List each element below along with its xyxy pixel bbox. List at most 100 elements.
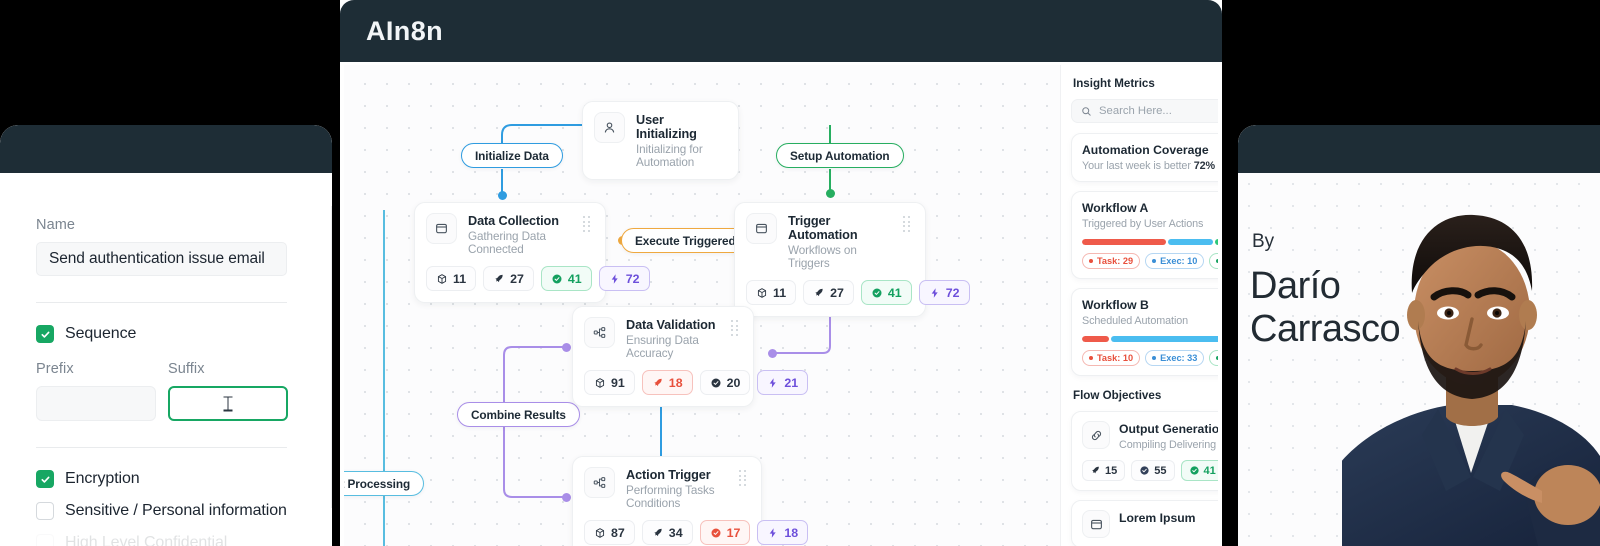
node-subtitle: Initializing for Automation [636, 143, 703, 169]
name-input[interactable]: Send authentication issue email [36, 242, 287, 276]
by-label: By [1252, 231, 1275, 252]
author-panel: By Darío Carrasco [1238, 125, 1600, 546]
encryption-checkbox-row[interactable]: Encryption [36, 470, 298, 488]
objective-text: Lorem Ipsum [1119, 510, 1218, 525]
node-user-initializing[interactable]: User Initializing Initializing for Autom… [582, 101, 739, 180]
search-icon [1082, 106, 1091, 116]
node-header: User Initializing Initializing for Autom… [594, 112, 727, 169]
wire-endpoint-dot [768, 349, 777, 358]
confidential-label: High Level Confidential [65, 534, 228, 546]
node-title: Trigger Automation [788, 214, 858, 242]
stat-rocket: 15 [1082, 460, 1126, 481]
bar-segment-exec [1111, 336, 1218, 342]
card-output-generation[interactable]: Output Generation Compiling Delivering 1… [1071, 411, 1218, 491]
suffix-label: Suffix [168, 361, 205, 377]
sensitive-checkbox[interactable] [36, 502, 54, 520]
node-stats: 91 18 20 21 [584, 370, 809, 395]
sensitive-label: Sensitive / Personal information [65, 502, 287, 519]
stat-check: 41 [540, 266, 592, 291]
drag-handle-icon[interactable] [583, 216, 594, 232]
stat-value: 87 [611, 525, 625, 540]
objective-subtitle: Compiling Delivering [1119, 439, 1217, 451]
window-icon [746, 213, 777, 244]
pill-combine-results[interactable]: Combine Results [457, 402, 580, 427]
encryption-label: Encryption [65, 470, 140, 487]
stat-value: 18 [784, 525, 799, 540]
author-portrait [1342, 214, 1600, 546]
stat-value: 27 [830, 285, 844, 300]
node-action-trigger[interactable]: Action Trigger Performing Tasks Conditio… [572, 456, 809, 546]
bar-segment-task [1082, 336, 1109, 342]
node-subtitle: Performing Tasks Conditions [626, 484, 715, 510]
app-window: AIn8n [340, 0, 1222, 546]
app-titlebar: AIn8n [340, 0, 1222, 62]
insights-sidebar[interactable]: Insight Metrics Search Here... Automatio… [1060, 65, 1218, 546]
card-workflow-a[interactable]: Workflow A Triggered by User Actions Tas… [1071, 191, 1218, 279]
card-lorem-ipsum[interactable]: Lorem Ipsum [1071, 500, 1218, 546]
sequence-checkbox[interactable] [36, 325, 54, 343]
stat-check: 41 [860, 280, 912, 305]
workflow-title: Workflow A [1082, 201, 1149, 215]
confidential-checkbox[interactable] [36, 534, 54, 546]
node-header: Data Validation Ensuring Data Accuracy [584, 317, 742, 360]
pill-direct-processing[interactable]: ct Processing [344, 471, 425, 496]
bar-segment-done [1215, 239, 1218, 245]
pill-initialize-data[interactable]: Initialize Data [461, 143, 563, 168]
author-panel-body: By Darío Carrasco [1238, 173, 1600, 546]
hierarchy-icon [584, 467, 615, 498]
panel-divider-vertical [331, 206, 332, 508]
author-first-name: Darío [1250, 265, 1341, 307]
prefix-input[interactable] [36, 386, 156, 421]
stat-box: 91 [584, 370, 635, 395]
author-panel-titlebar [1238, 125, 1600, 173]
stat-value: 72 [625, 271, 640, 286]
workflow-progress-bar [1082, 239, 1218, 245]
drag-handle-icon[interactable] [903, 216, 914, 232]
card-automation-coverage[interactable]: Automation Coverage Your last week is be… [1071, 133, 1218, 182]
sequence-checkbox-row[interactable]: Sequence [36, 325, 298, 343]
author-last-name: Carrasco [1250, 308, 1401, 351]
node-stats: 87 34 17 18 [584, 520, 809, 545]
stat-bolt: 18 [757, 520, 809, 545]
coverage-subtitle-prefix: Your last week is better [1082, 160, 1194, 172]
node-data-validation[interactable]: Data Validation Ensuring Data Accuracy 9… [572, 306, 809, 407]
node-text: Data Validation Ensuring Data Accuracy [626, 317, 720, 360]
node-trigger-automation[interactable]: Trigger Automation Workflows on Triggers… [734, 202, 970, 317]
stat-check: 17 [699, 520, 751, 545]
prefix-group: Prefix [36, 361, 156, 421]
user-icon [594, 112, 625, 143]
window-icon [426, 213, 457, 244]
card-workflow-b[interactable]: Workflow B Scheduled Automation Task: 10… [1071, 288, 1218, 376]
sidebar-search-input[interactable]: Search Here... [1071, 99, 1218, 123]
encryption-checkbox[interactable] [36, 470, 54, 488]
form-divider-1 [36, 302, 287, 303]
objective-header: Output Generation Compiling Delivering [1082, 421, 1218, 451]
node-header: Trigger Automation Workflows on Triggers [746, 213, 914, 270]
node-text: Trigger Automation Workflows on Triggers [788, 213, 892, 270]
pill-setup-automation[interactable]: Setup Automation [776, 143, 904, 168]
node-text: Action Trigger Performing Tasks Conditio… [626, 467, 728, 510]
prefix-suffix-group: Prefix Suffix [36, 361, 298, 421]
bar-segment-task [1082, 239, 1167, 245]
node-text: Data Collection Gathering Data Connected [468, 213, 572, 256]
pill-execute-triggered[interactable]: Execute Triggered [621, 228, 750, 253]
settings-form: Name Send authentication issue email Seq… [0, 173, 332, 546]
prefix-label: Prefix [36, 361, 74, 377]
confidential-checkbox-row[interactable]: High Level Confidential [36, 534, 298, 546]
drag-handle-icon[interactable] [739, 470, 750, 486]
workflow-canvas[interactable]: Initialize Data Setup Automation Execute… [344, 65, 1060, 546]
suffix-input[interactable] [168, 386, 288, 421]
stat-value: 21 [784, 375, 799, 390]
node-data-collection[interactable]: Data Collection Gathering Data Connected… [414, 202, 650, 303]
workflow-subtitle: Triggered by User Actions [1082, 218, 1204, 230]
sensitive-checkbox-row[interactable]: Sensitive / Personal information [36, 502, 298, 520]
tag-task: Task: 10 [1082, 350, 1141, 366]
node-stats: 11 27 41 72 [746, 280, 970, 305]
flow-objectives-heading: Flow Objectives [1073, 389, 1162, 402]
sequence-label: Sequence [65, 325, 137, 342]
drag-handle-icon[interactable] [731, 320, 742, 336]
stat-value: 91 [611, 375, 625, 390]
suffix-group: Suffix [168, 361, 288, 421]
node-subtitle: Ensuring Data Accuracy [626, 334, 699, 360]
